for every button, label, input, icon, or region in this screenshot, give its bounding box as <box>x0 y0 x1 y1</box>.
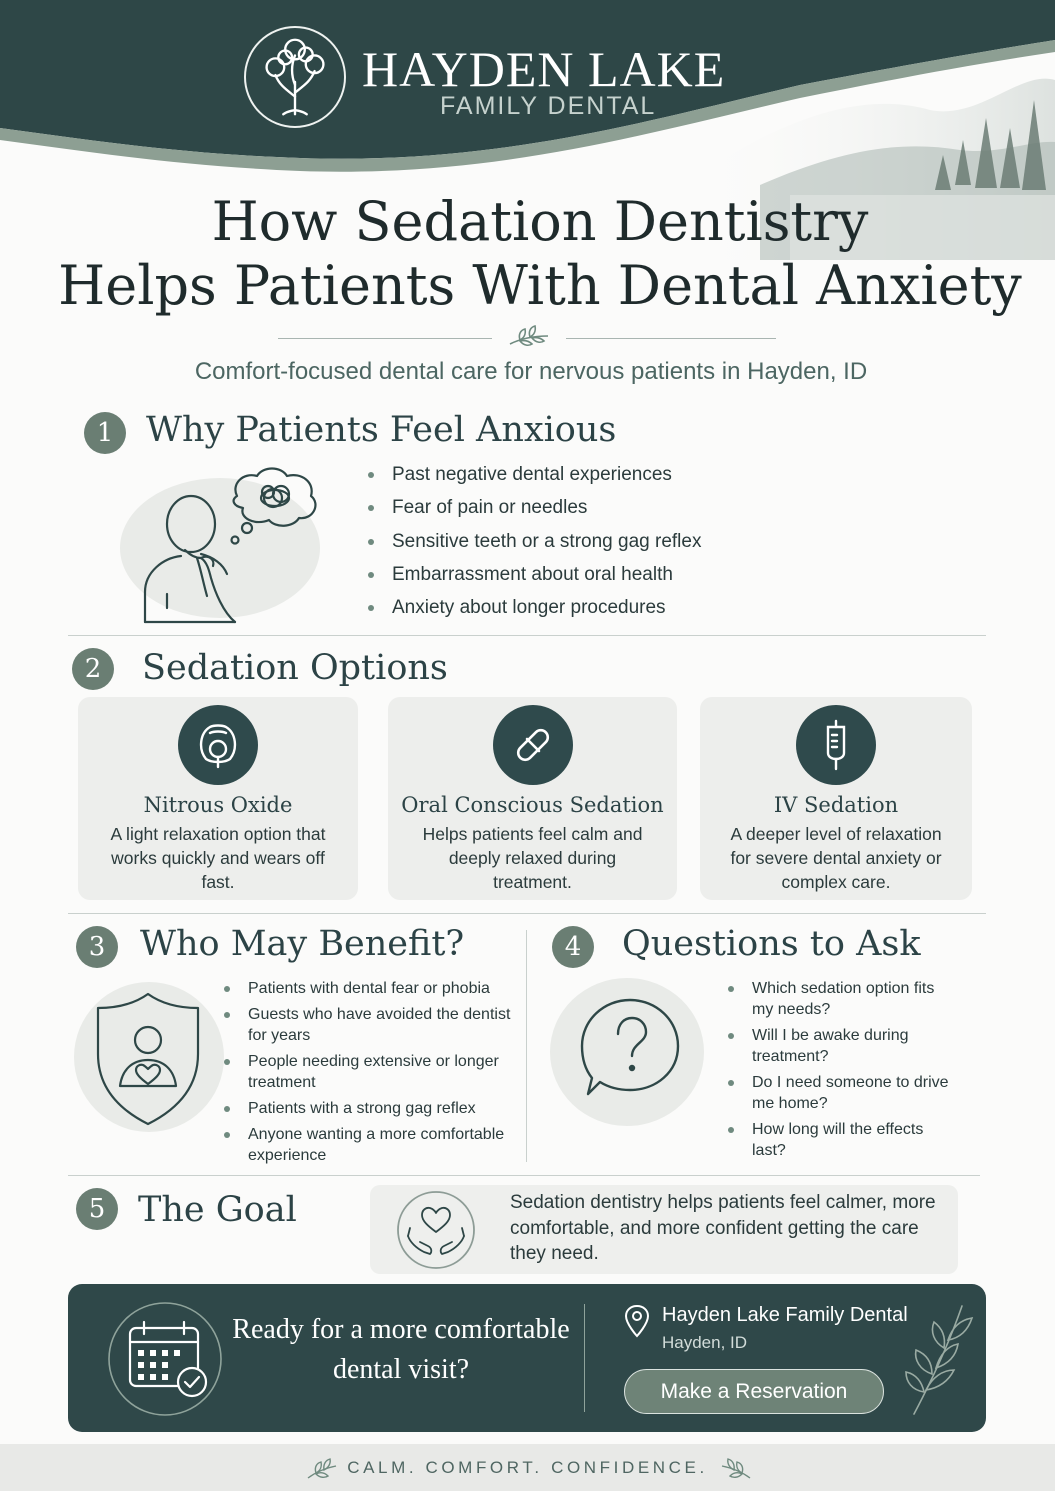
list-item: Which sedation option fits my needs? <box>726 978 956 1020</box>
section-title-benefit: Who May Benefit? <box>140 924 465 964</box>
list-item: Embarrassment about oral health <box>366 564 766 597</box>
list-item: Fear of pain or needles <box>366 497 766 530</box>
page-title-line1: How Sedation Dentistry <box>211 190 869 253</box>
list-item: Sensitive teeth or a strong gag reflex <box>366 531 766 564</box>
leaf-sprig-icon <box>721 1458 751 1479</box>
list-item: People needing extensive or longer treat… <box>222 1051 522 1093</box>
section-number-3: 3 <box>76 926 118 968</box>
list-item: How long will the effects last? <box>726 1119 956 1161</box>
list-item: Patients with a strong gag reflex <box>222 1098 522 1119</box>
make-reservation-button[interactable]: Make a Reservation <box>624 1369 884 1414</box>
pill-icon <box>492 705 573 785</box>
page-title: How Sedation Dentistry Helps Patients Wi… <box>0 190 1055 318</box>
anxiety-reasons-list: Past negative dental experiences Fear of… <box>366 464 766 630</box>
heart-hands-icon <box>397 1191 475 1269</box>
section-number-1: 1 <box>84 412 126 454</box>
section-title-why: Why Patients Feel Anxious <box>146 410 617 450</box>
leaf-sprig-icon <box>307 1458 337 1479</box>
logo-emblem <box>244 26 346 128</box>
section-title-questions: Questions to Ask <box>622 924 921 964</box>
section-title-options: Sedation Options <box>142 648 448 688</box>
option-card-oral: Oral Conscious Sedation Helps patients f… <box>388 697 677 900</box>
benefit-list: Patients with dental fear or phobia Gues… <box>222 978 522 1171</box>
section-number-4: 4 <box>552 926 594 968</box>
iv-bag-icon <box>796 705 876 785</box>
goal-text: Sedation dentistry helps patients feel c… <box>510 1192 936 1264</box>
mask-icon <box>178 705 258 785</box>
brand-tagline: FAMILY DENTAL <box>440 92 657 120</box>
option-title: IV Sedation <box>773 793 899 817</box>
list-item: Anyone wanting a more comfortable experi… <box>222 1124 522 1166</box>
brand-name: HAYDEN LAKE <box>362 41 726 97</box>
practice-city: Hayden, ID <box>662 1333 748 1352</box>
leaf-sprig-icon <box>509 325 549 347</box>
list-item: Past negative dental experiences <box>366 464 766 497</box>
practice-name: Hayden Lake Family Dental <box>662 1304 908 1326</box>
footer-bar <box>0 1444 1055 1491</box>
list-item: Anxiety about longer procedures <box>366 597 766 630</box>
section-number-2: 2 <box>72 648 114 690</box>
question-bubble-icon <box>580 998 680 1096</box>
list-item: Will I be awake during treatment? <box>726 1025 956 1067</box>
calendar-check-icon <box>108 1302 222 1416</box>
option-title: Oral Conscious Sedation <box>401 793 664 817</box>
cta-heading: Ready for a more comfortable dental visi… <box>232 1314 570 1385</box>
column-divider <box>526 930 527 1162</box>
list-item: Do I need someone to drive me home? <box>726 1072 956 1114</box>
option-card-iv: IV Sedation A deeper level of relaxation… <box>700 697 972 900</box>
list-item: Guests who have avoided the dentist for … <box>222 1004 522 1046</box>
option-title: Nitrous Oxide <box>143 793 293 817</box>
option-description: A light relaxation option that works qui… <box>110 824 326 892</box>
option-description: A deeper level of relaxation for severe … <box>730 824 942 892</box>
goal-box <box>370 1185 958 1274</box>
leaf-branch-icon <box>905 1305 974 1415</box>
shield-heart-icon <box>96 992 200 1126</box>
section-title-goal: The Goal <box>138 1190 297 1230</box>
section-divider <box>68 913 986 914</box>
questions-list: Which sedation option fits my needs? Wil… <box>726 978 956 1166</box>
option-card-nitrous: Nitrous Oxide A light relaxation option … <box>78 697 358 900</box>
footer-tagline: CALM. COMFORT. CONFIDENCE. <box>347 1458 708 1477</box>
option-description: Helps patients feel calm and deeply rela… <box>422 824 643 892</box>
page-subtitle: Comfort-focused dental care for nervous … <box>194 358 868 385</box>
title-rule-left <box>278 338 492 339</box>
anxious-person-icon <box>143 467 317 624</box>
title-rule-right <box>566 338 776 339</box>
list-item: Patients with dental fear or phobia <box>222 978 522 999</box>
section-divider <box>68 635 986 636</box>
page-title-line2: Helps Patients With Dental Anxiety <box>58 254 1022 317</box>
section-divider <box>68 1175 980 1176</box>
tree-icon <box>265 38 325 116</box>
section-number-5: 5 <box>76 1188 118 1230</box>
location-pin-icon <box>624 1304 650 1338</box>
cta-divider <box>584 1304 585 1412</box>
